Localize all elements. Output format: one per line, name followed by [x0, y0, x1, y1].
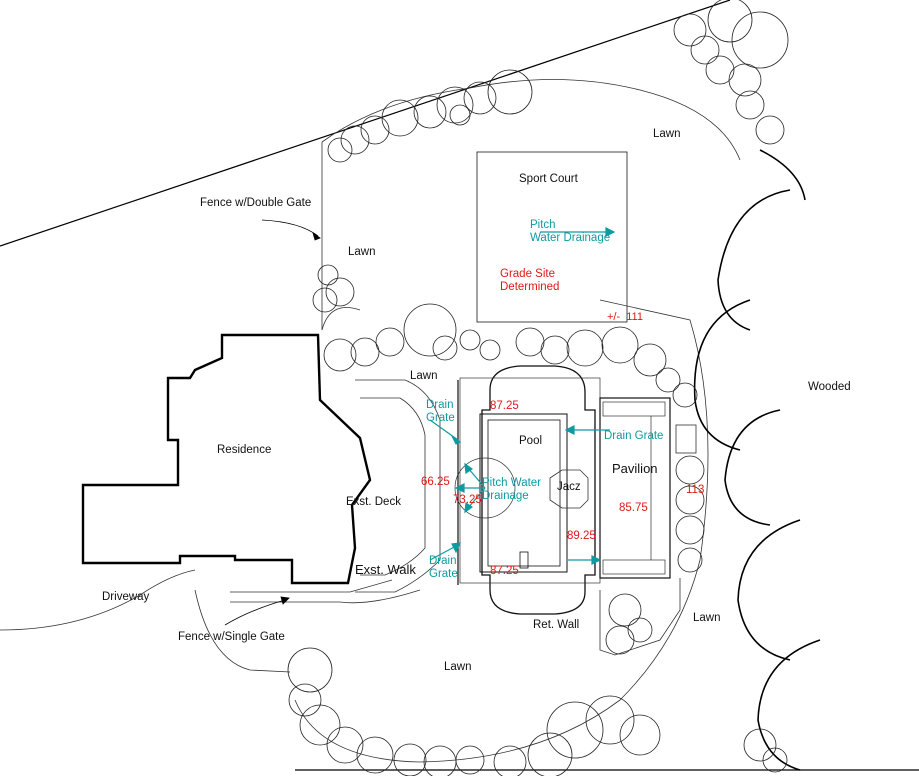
label-jacz: Jacz: [557, 481, 581, 493]
yard-boundary: [294, 299, 709, 763]
label-drain-grate-right: Drain Grate: [604, 430, 664, 442]
deck-inner: [360, 397, 426, 576]
rear-fence: [321, 79, 741, 330]
pool-water: [487, 419, 561, 567]
pavilion-outline: [599, 397, 671, 579]
pavilion-bench-top: [602, 401, 666, 417]
callout-arrows: [224, 219, 321, 626]
label-drain-grate-left-bottom: Drain Grate: [429, 555, 458, 581]
label-exst-walk: Exst. Walk: [355, 562, 416, 577]
label-elev-73: 73.25: [453, 494, 482, 506]
pool-outline: [481, 365, 596, 615]
walk-outline: [230, 579, 421, 604]
label-grade-111: +/- 111: [607, 311, 643, 323]
residence-outline: [81, 333, 372, 585]
label-lawn-bottom: Lawn: [444, 661, 472, 673]
label-elev-87-top: 87.25: [490, 400, 519, 412]
retaining-wall: [599, 578, 681, 656]
label-pavilion: Pavilion: [612, 461, 658, 476]
wooded-edge: [693, 149, 821, 771]
label-lawn-right-bottom: Lawn: [693, 612, 721, 624]
label-lawn-upper-left: Lawn: [348, 246, 376, 258]
jacuzzi: [549, 469, 589, 509]
pool-step: [519, 551, 529, 569]
pavilion-side-box: [675, 424, 697, 454]
deck-outline: [355, 379, 441, 593]
label-elev-85: 85.75: [619, 502, 648, 514]
label-pool: Pool: [519, 435, 543, 447]
label-residence: Residence: [217, 444, 272, 456]
label-wooded: Wooded: [808, 381, 851, 393]
label-fence-double-gate: Fence w/Double Gate: [200, 197, 312, 209]
label-exst-deck: Exst. Deck: [346, 496, 401, 508]
label-pitch-water-drainage-court: Pitch Water Drainage: [530, 219, 611, 245]
drainage-arrows: [429, 227, 616, 565]
plantings: [287, 0, 789, 776]
label-fence-single-gate: Fence w/Single Gate: [178, 631, 285, 643]
label-lawn-mid: Lawn: [410, 370, 438, 382]
label-lawn-top-right: Lawn: [653, 128, 681, 140]
label-elev-89: 89.25: [567, 530, 596, 542]
driveway-curve: [0, 569, 291, 673]
label-ret-wall: Ret. Wall: [533, 619, 580, 631]
label-sport-court: Sport Court: [519, 173, 578, 185]
label-pitch-water-drainage-pool: Pitch Water Drainage: [482, 477, 542, 503]
label-grade-site: Grade Site Determined: [500, 268, 560, 294]
sport-court: [476, 151, 628, 323]
label-driveway: Driveway: [102, 591, 150, 603]
label-elev-66: 66.25: [421, 476, 450, 488]
label-elev-113: 113: [686, 484, 705, 496]
label-elev-87-bottom: 87.25: [490, 565, 519, 577]
property-line: [0, 0, 731, 247]
label-drain-grate-left-top: Drain Grate: [426, 399, 455, 425]
pavilion-bench-bottom: [602, 559, 666, 575]
